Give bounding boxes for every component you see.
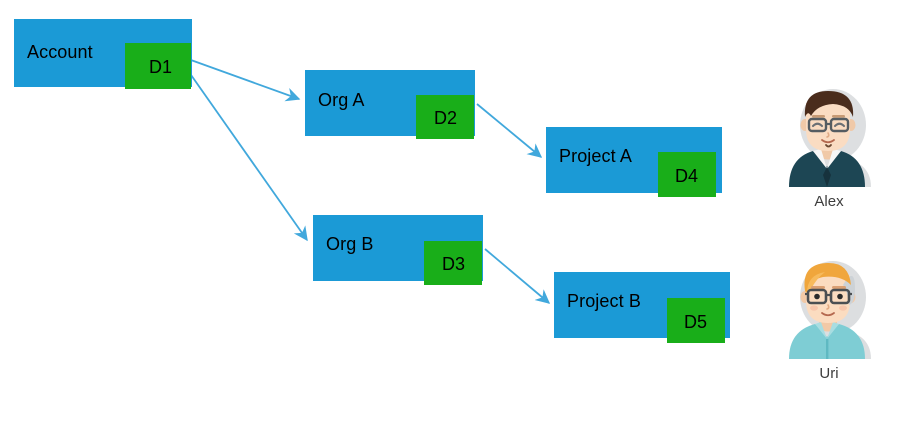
edge-orga-to-projecta: [476, 103, 543, 158]
person-name-uri: Uri: [819, 365, 839, 382]
node-account-scope-label: D1: [149, 57, 173, 77]
person-card-alex[interactable]: Alex: [777, 83, 881, 211]
edge-account-to-orga: [176, 54, 301, 102]
node-project-a-label: Project A: [559, 146, 632, 166]
node-org-a[interactable]: Org A D2: [305, 70, 475, 139]
node-project-a-scope-label: D4: [675, 166, 699, 186]
node-org-b-scope-label: D3: [442, 254, 466, 274]
edge-account-to-orgb: [176, 54, 308, 242]
node-org-b-label: Org B: [326, 234, 374, 254]
node-org-a-label: Org A: [318, 90, 365, 110]
user-avatar-glasses-dark-hair-icon: [777, 83, 881, 187]
node-org-a-scope-label: D2: [434, 108, 458, 128]
node-org-b-scope-badge[interactable]: D3: [424, 241, 482, 285]
node-project-a-scope-badge[interactable]: D4: [658, 152, 716, 197]
edge-orgb-to-projectb: [484, 248, 551, 304]
person-name-alex: Alex: [814, 193, 844, 210]
node-project-b-scope-label: D5: [684, 312, 708, 332]
node-account-label: Account: [27, 42, 93, 62]
node-project-a[interactable]: Project A D4: [546, 127, 722, 197]
node-account[interactable]: Account D1: [14, 19, 192, 89]
node-project-b-label: Project B: [567, 291, 641, 311]
node-org-b[interactable]: Org B D3: [313, 215, 483, 285]
user-avatar-glasses-blond-hair-icon: [777, 255, 881, 359]
node-project-b[interactable]: Project B D5: [554, 272, 730, 343]
person-card-uri[interactable]: Uri: [777, 255, 881, 383]
node-account-scope-badge[interactable]: D1: [125, 43, 191, 89]
node-org-a-scope-badge[interactable]: D2: [416, 95, 474, 139]
node-project-b-scope-badge[interactable]: D5: [667, 298, 725, 343]
